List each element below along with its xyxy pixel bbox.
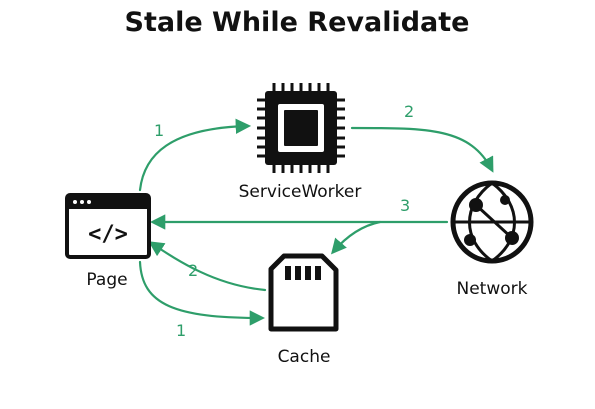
arrows — [138, 118, 494, 326]
arrow-cache-to-page — [148, 241, 267, 292]
serviceworker-node: ServiceWorker — [239, 83, 362, 202]
arrow-serviceworker-to-network — [350, 126, 494, 173]
cache-node: Cache — [268, 253, 339, 367]
network-node: Network — [450, 180, 534, 299]
arrow-network-to-cache — [330, 220, 382, 255]
serviceworker-label: ServiceWorker — [239, 182, 362, 202]
cache-label: Cache — [278, 347, 331, 367]
step-label-network-to-page: 3 — [400, 196, 410, 215]
arrow-page-to-cache — [138, 260, 266, 326]
step-label-page-to-serviceworker: 1 — [154, 121, 164, 140]
network-globe-icon — [450, 180, 534, 264]
step-label-cache-to-page: 2 — [188, 261, 198, 280]
cpu-chip-icon — [257, 83, 345, 173]
code-glyph: </> — [88, 222, 128, 247]
step-label-page-to-cache: 1 — [176, 321, 186, 340]
arrow-page-to-serviceworker — [138, 118, 252, 192]
sd-card-icon — [268, 253, 339, 332]
browser-code-icon: </> — [65, 193, 151, 259]
diagram-title: Stale While Revalidate — [125, 7, 470, 38]
page-node: </> Page — [65, 193, 151, 290]
network-label: Network — [457, 279, 528, 299]
step-label-serviceworker-to-network: 2 — [404, 102, 414, 121]
page-label: Page — [86, 270, 127, 290]
